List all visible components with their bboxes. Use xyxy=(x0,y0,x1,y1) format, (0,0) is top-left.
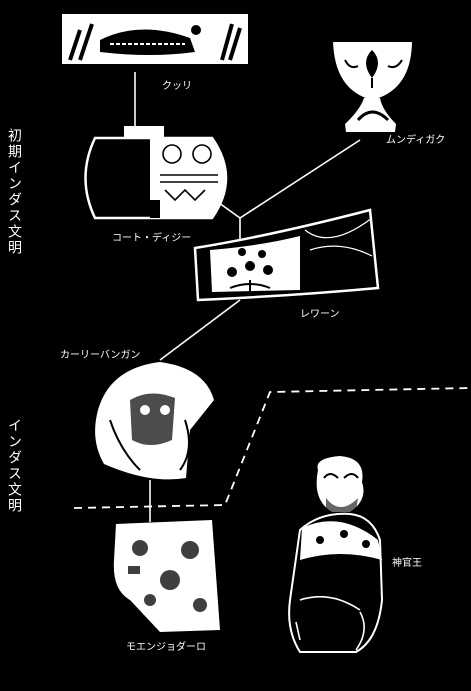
label-kot-diji: コート・ディジー xyxy=(112,233,192,244)
period-divider xyxy=(73,387,471,509)
priest-king-drawing xyxy=(288,456,384,653)
label-priest-king: 神官王 xyxy=(392,558,422,569)
kulli-pottery-drawing xyxy=(62,6,248,68)
rehman-sherd-drawing xyxy=(193,208,380,302)
label-mundigak: ムンディガク xyxy=(386,135,446,146)
label-rehman: レワーン xyxy=(300,309,340,320)
label-early-indus: 初期インダス文明 xyxy=(6,128,22,256)
kot-diji-pot-drawing xyxy=(84,126,228,220)
mohenjo-daro-seal-drawing xyxy=(113,520,220,632)
kalibangan-head-drawing xyxy=(95,362,214,480)
label-kalibangan: カーリーバンガン xyxy=(60,350,141,361)
label-indus-civilization: インダス文明 xyxy=(6,418,22,514)
label-kulli: クッリ xyxy=(162,81,192,92)
label-mohenjo-daro: モエンジョダーロ xyxy=(126,642,206,653)
mundigak-goblet-drawing xyxy=(333,38,412,132)
